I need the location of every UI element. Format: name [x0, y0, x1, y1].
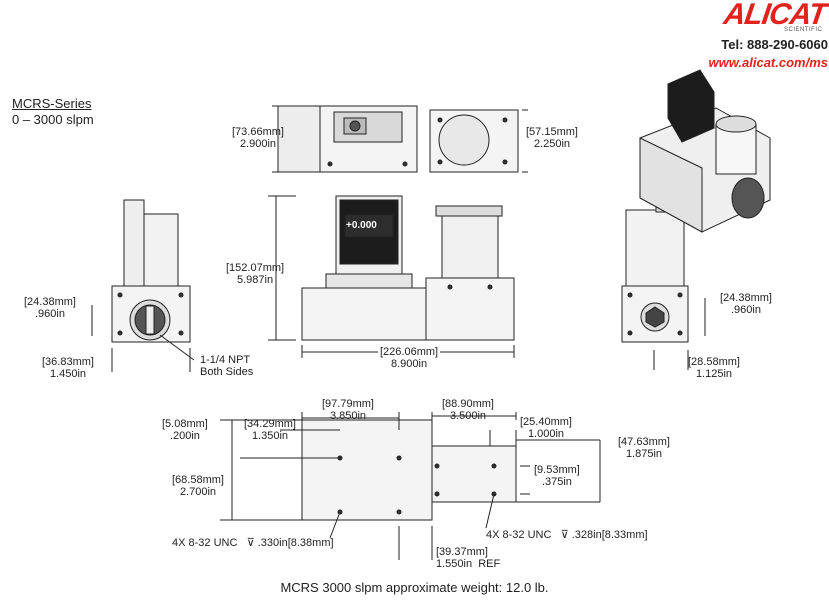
dim-right-port: [24.38mm].960in	[720, 292, 772, 316]
depth-icon: ⊽	[560, 529, 569, 541]
dim-left-depth: [36.83mm]1.450in	[42, 356, 94, 380]
dim-front-width: [226.06mm]8.900in	[378, 346, 441, 370]
display-reading: +0.000	[346, 220, 377, 231]
front-view	[301, 195, 515, 341]
right-side-view	[621, 197, 689, 343]
dim-left-port: [24.38mm].960in	[24, 296, 76, 320]
brand-sub: SCIENTIFIC	[784, 27, 823, 33]
left-side-view	[111, 199, 191, 343]
dim-5: [5.08mm].200in	[162, 418, 208, 442]
weight-footer: MCRS 3000 slpm approximate weight: 12.0 …	[280, 580, 549, 595]
dim-top-left-height: [73.66mm]2.900in	[232, 126, 284, 150]
dim-top-right-height: [57.15mm]2.250in	[526, 126, 578, 150]
website-url: www.alicat.com/ms	[708, 55, 828, 70]
thread-note-right: 4X 8-32 UNC ⊽ .328in[8.33mm]	[486, 529, 648, 541]
iso-view	[639, 69, 771, 233]
alicat-logo: ALICAT SCIENTIFIC	[700, 0, 828, 34]
dim-97: [97.79mm]3.850in	[322, 398, 374, 422]
dim-47: [47.63mm]1.875in	[618, 436, 670, 460]
top-view	[277, 105, 519, 173]
dim-9: [9.53mm].375in	[534, 464, 580, 488]
dim-right-depth: [28.58mm]1.125in	[688, 356, 740, 380]
dim-25: [25.40mm]1.000in	[520, 416, 572, 440]
phone-number: Tel: 888-290-6060	[721, 37, 828, 52]
dim-68: [68.58mm]2.700in	[172, 474, 224, 498]
dim-34: [34.29mm]1.350in	[244, 418, 296, 442]
flow-range: 0 – 3000 slpm	[12, 112, 94, 127]
dim-front-height: [152.07mm]5.987in	[226, 262, 285, 286]
series-name: MCRS-Series	[12, 96, 92, 111]
depth-icon: ⊽	[246, 537, 255, 549]
bottom-view	[301, 419, 517, 521]
thread-note-left: 4X 8-32 UNC ⊽ .330in[8.38mm]	[172, 537, 334, 549]
dim-88: [88.90mm]3.500in	[442, 398, 494, 422]
dim-39: [39.37mm]1.550in REF	[436, 546, 501, 570]
